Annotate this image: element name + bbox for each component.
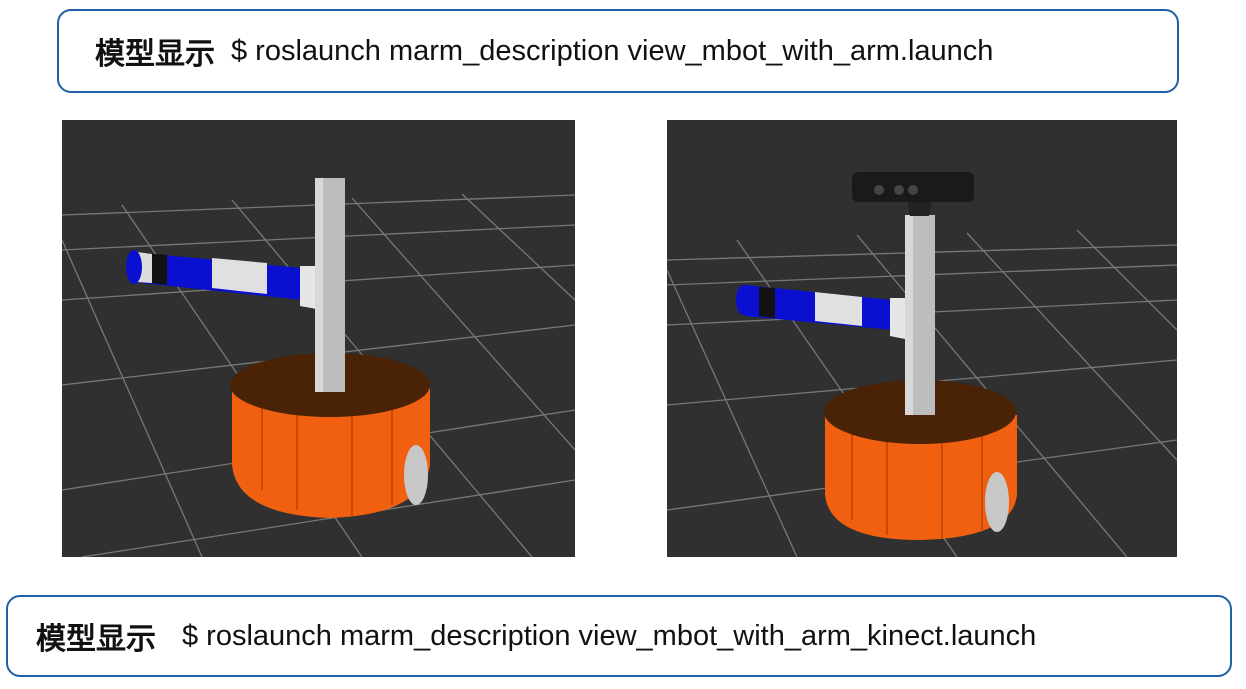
arm (126, 250, 322, 310)
wheel (404, 445, 428, 505)
bottom-caption-box: 模型显示 $ roslaunch marm_description view_m… (6, 595, 1232, 677)
rviz-view-mbot-with-arm (62, 120, 575, 557)
kinect-sensor (852, 172, 974, 216)
launch-command: $ roslaunch marm_description view_mbot_w… (231, 34, 994, 67)
top-caption-box: 模型显示 $ roslaunch marm_description view_m… (57, 9, 1179, 93)
wheel (985, 472, 1009, 532)
caption-label: 模型显示 (95, 37, 215, 72)
caption-label: 模型显示 (36, 622, 156, 657)
launch-command: $ roslaunch marm_description view_mbot_w… (182, 619, 1037, 652)
arm (736, 285, 910, 340)
rviz-view-mbot-with-arm-kinect (667, 120, 1177, 557)
